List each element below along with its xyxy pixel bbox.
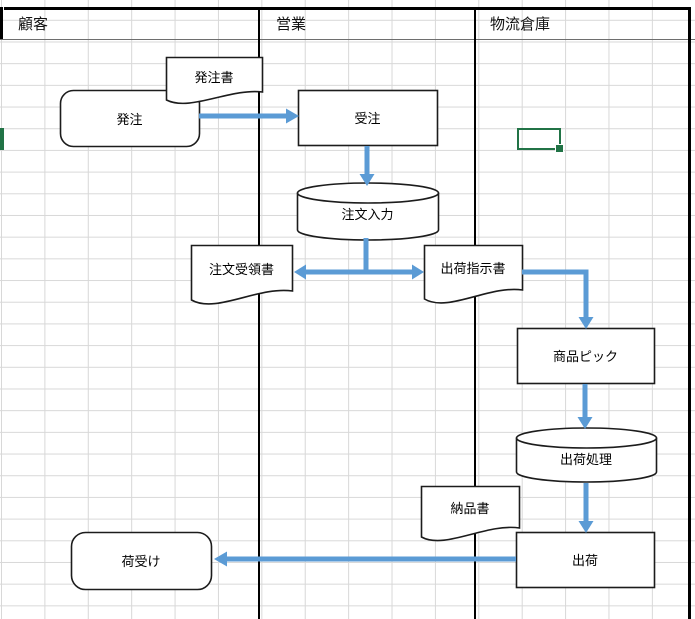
swimlane-right-border: [688, 7, 691, 619]
ship-shape[interactable]: [515, 531, 656, 589]
receive-order-shape[interactable]: [297, 89, 439, 147]
pick-products-shape[interactable]: [516, 327, 656, 385]
swimlane-top-border: [4, 7, 691, 10]
arrow-pick-to-shipping-process[interactable]: [577, 384, 593, 429]
lane-header-customer: 顧客: [18, 16, 49, 33]
receive-goods-shape[interactable]: [70, 531, 213, 591]
order-receipt-document-shape[interactable]: [190, 244, 294, 305]
lane-divider-sales-warehouse: [474, 7, 476, 619]
lane-header-divider: [0, 38, 695, 41]
shipping-process-database-shape[interactable]: [515, 427, 658, 483]
arrow-order-entry-to-documents[interactable]: [294, 238, 424, 280]
arrow-shipping-process-to-ship[interactable]: [578, 483, 594, 533]
swimlane-left-border: [0, 7, 3, 40]
arrow-ship-to-receive-goods[interactable]: [214, 551, 516, 567]
arrow-receive-order-to-order-entry[interactable]: [359, 146, 375, 186]
arrow-shipping-instruction-to-pick[interactable]: [522, 269, 594, 329]
selected-cell[interactable]: [517, 128, 564, 153]
arrow-place-order-to-receive-order[interactable]: [199, 108, 299, 124]
order-form-document-shape[interactable]: [165, 56, 264, 105]
lane-header-warehouse: 物流倉庫: [490, 16, 551, 33]
order-entry-database-shape[interactable]: [296, 182, 440, 241]
shipping-instruction-document-shape[interactable]: [423, 244, 524, 304]
selection-edge-strip: [0, 128, 4, 150]
lane-header-sales: 営業: [276, 16, 307, 33]
lane-divider-customer-sales: [258, 7, 260, 619]
selection-fill-handle[interactable]: [555, 144, 564, 153]
delivery-note-document-shape[interactable]: [420, 485, 521, 542]
